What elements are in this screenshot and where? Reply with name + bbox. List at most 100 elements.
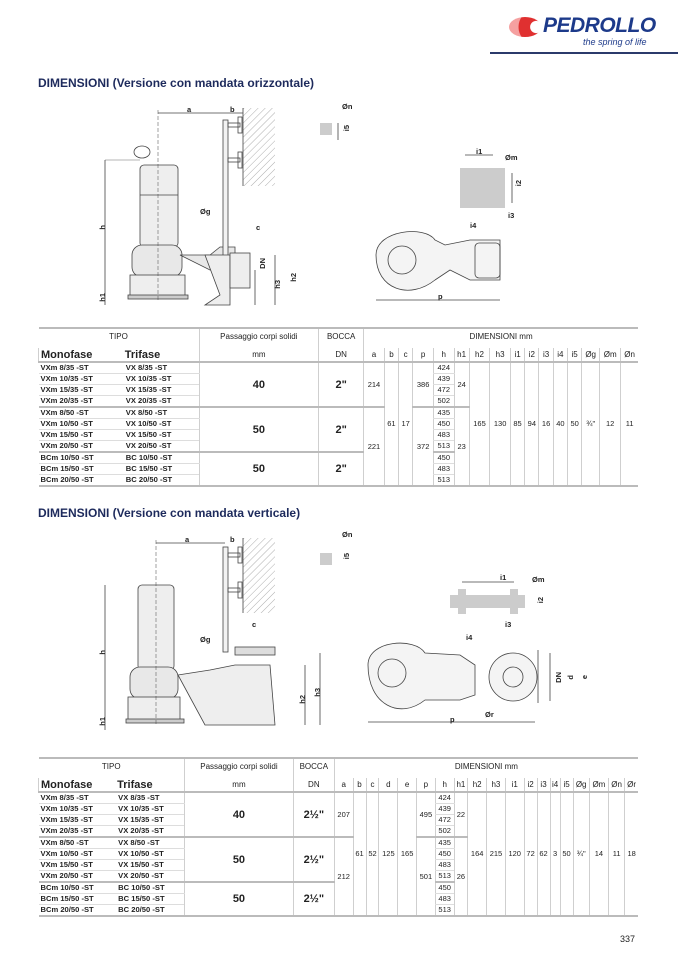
- model-monofase: VXm 8/35 -ST: [38, 792, 116, 804]
- dim-label-h2: h2: [289, 273, 298, 282]
- header-dim-a: a: [363, 348, 385, 363]
- dim-value-h: 435: [434, 837, 455, 849]
- header-dim-i2: i2: [523, 778, 538, 793]
- dim-label-a: a: [187, 105, 192, 114]
- dim-label-dn: DN: [258, 258, 267, 269]
- header-dim-i4: i4: [552, 348, 568, 363]
- dim-value-h1: 22: [453, 792, 468, 837]
- dim-value-a: 212: [333, 837, 354, 916]
- model-monofase: VXm 8/50 -ST: [38, 407, 123, 419]
- header-dim-i5: i5: [566, 348, 582, 363]
- header-tipo: TIPO: [101, 762, 121, 771]
- header-bocca: BOCCA: [292, 758, 335, 778]
- model-trifase: BC 10/50 -ST: [115, 882, 185, 894]
- model-monofase: BCm 15/50 -ST: [38, 463, 123, 475]
- dim-value-i1: 120: [504, 792, 525, 916]
- model-monofase: BCm 20/50 -ST: [38, 474, 123, 487]
- header-mm: mm: [184, 778, 294, 793]
- header-dim-i1: i1: [509, 348, 525, 363]
- header-dim-h2: h2: [467, 778, 487, 793]
- model-monofase: VXm 10/50 -ST: [38, 848, 116, 860]
- dim-value-h: 483: [434, 893, 455, 905]
- dim-label-h3: h3: [273, 280, 282, 289]
- pump-drawing-vertical: [104, 538, 551, 730]
- logo-tagline: the spring of life: [583, 37, 647, 47]
- diagram-vertical-discharge: a b Øn i5 Øg c h h1 h2 h3 i1 Øm i2 i3 i4…: [80, 525, 640, 750]
- header-dim-Ør: Ør: [624, 778, 638, 793]
- header-dim-b: b: [352, 778, 367, 793]
- bocca-dn-value: 2": [318, 362, 364, 408]
- dim-value-b: 61: [352, 792, 367, 916]
- page-number: 337: [620, 934, 636, 944]
- passaggio-value: 50: [184, 837, 294, 883]
- model-trifase: VX 15/35 -ST: [122, 384, 200, 396]
- passaggio-value: 50: [198, 407, 319, 453]
- header-dim-d: d: [378, 778, 398, 793]
- header-dim-h3: h3: [489, 348, 511, 363]
- dim-label-h3: h3: [313, 688, 322, 697]
- dim-value-i5: 50: [566, 362, 582, 486]
- header-dim-Øn: Øn: [620, 348, 638, 363]
- model-monofase: VXm 8/35 -ST: [38, 362, 123, 374]
- dim-label-b: b: [230, 535, 235, 544]
- dim-label-i4: i4: [470, 221, 477, 230]
- model-trifase: VX 20/35 -ST: [122, 395, 200, 408]
- model-monofase: VXm 10/50 -ST: [38, 418, 123, 430]
- header-dim-p: p: [412, 348, 434, 363]
- dim-label-og: Øg: [200, 635, 211, 644]
- dim-value-h: 435: [432, 407, 455, 419]
- dim-value-c: 17: [398, 362, 413, 486]
- dim-value-h1: 26: [453, 837, 468, 916]
- header-tipo: TIPO: [109, 332, 128, 341]
- dim-value-h: 439: [434, 803, 455, 815]
- dim-value-h: 450: [432, 418, 455, 430]
- dim-label-d: d: [566, 675, 575, 680]
- dim-value-e: 165: [397, 792, 417, 916]
- dim-value-h: 502: [434, 825, 455, 838]
- dim-value-Ør: 18: [624, 792, 638, 916]
- dim-value-i1: 85: [509, 362, 525, 486]
- model-trifase: VX 8/35 -ST: [122, 362, 200, 374]
- dim-label-h1: h1: [98, 293, 107, 302]
- model-trifase: VX 20/35 -ST: [115, 825, 185, 838]
- pump-drawing-horizontal: [104, 108, 513, 306]
- diagram-horizontal-discharge: a b Øn i5 Øg c h h1 DN h3 h2 i1 Øm i2 i3…: [80, 95, 640, 320]
- model-trifase: VX 8/50 -ST: [122, 407, 200, 419]
- dim-label-c: c: [256, 223, 261, 232]
- dim-value-h3: 130: [489, 362, 511, 486]
- model-monofase: VXm 15/35 -ST: [38, 814, 116, 826]
- dim-value-h1: 23: [453, 407, 470, 486]
- model-monofase: VXm 15/50 -ST: [38, 859, 116, 871]
- dim-value-i3: 62: [536, 792, 551, 916]
- dim-label-h2: h2: [298, 695, 307, 704]
- bocca-dn-value: 2": [318, 407, 364, 453]
- dim-label-b: b: [230, 105, 235, 114]
- dim-value-h: 450: [434, 882, 455, 894]
- model-trifase: VX 8/50 -ST: [115, 837, 185, 849]
- model-trifase: BC 10/50 -ST: [122, 452, 200, 464]
- dim-label-i4: i4: [466, 633, 473, 642]
- dim-value-h: 483: [432, 429, 455, 441]
- header-rule: [490, 52, 678, 54]
- dim-label-i3: i3: [505, 620, 512, 629]
- dim-value-h1: 24: [453, 362, 470, 407]
- dim-value-h: 424: [434, 792, 455, 804]
- header-passaggio: Passaggio corpi solidi: [184, 758, 294, 778]
- model-monofase: BCm 10/50 -ST: [38, 452, 123, 464]
- dim-value-p: 501: [416, 837, 436, 916]
- dim-value-h: 450: [434, 848, 455, 860]
- header-dim-c: c: [398, 348, 413, 363]
- dim-value-h2: 164: [467, 792, 487, 916]
- model-monofase: BCm 20/50 -ST: [38, 904, 116, 917]
- dim-value-p: 495: [416, 792, 436, 837]
- dim-value-i2: 94: [524, 362, 539, 486]
- dim-value-h: 483: [432, 463, 455, 475]
- dim-value-h: 513: [432, 474, 455, 487]
